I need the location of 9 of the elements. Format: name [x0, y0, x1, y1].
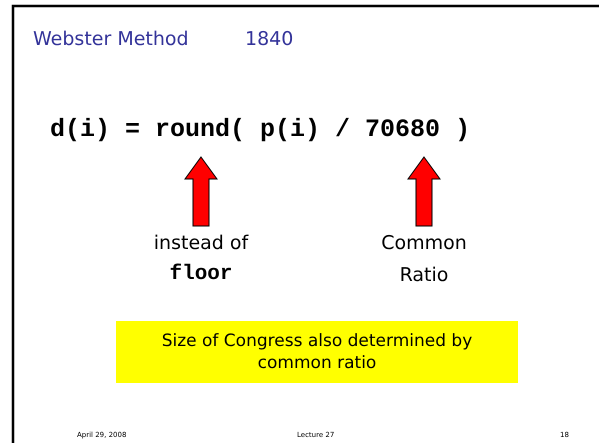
annotation-text: Common Ratio: [380, 231, 468, 288]
block-arrow: [407, 156, 441, 226]
year-label: 1840: [245, 28, 294, 50]
annotation-text: instead of: [154, 231, 248, 256]
formula: d(i) = round( p(i) / 70680 ): [50, 115, 470, 144]
highlight-box: Size of Congress also determined by common ratio: [116, 321, 518, 383]
slide-title: Webster Method: [33, 28, 189, 50]
code-word: floor: [169, 262, 232, 288]
block-arrow: [184, 156, 218, 226]
